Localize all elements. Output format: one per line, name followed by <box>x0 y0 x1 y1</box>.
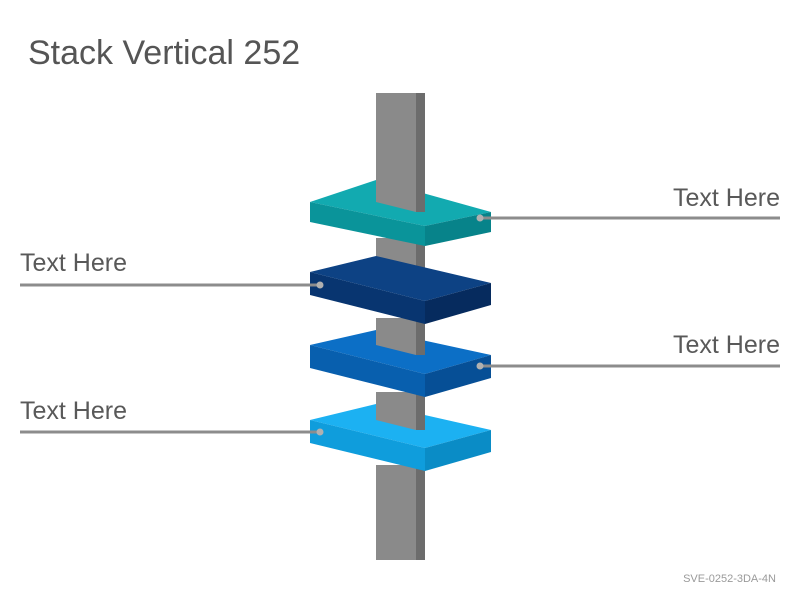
slide-title: Stack Vertical 252 <box>28 34 301 72</box>
layer-1-side <box>425 212 491 246</box>
layer-3-front <box>310 345 425 397</box>
connector-dot-2 <box>316 281 324 289</box>
pole-segment-bottom <box>376 465 416 560</box>
layer-1-label: Text Here <box>673 184 780 212</box>
layer-2-side <box>425 283 491 324</box>
connector-dot-1 <box>476 214 484 222</box>
layer-3-top <box>310 330 491 374</box>
layer-1-front <box>310 202 425 246</box>
layer-1-pole-overlay <box>376 180 416 212</box>
layer-4-side <box>425 430 491 471</box>
pole <box>376 93 425 560</box>
layer-3-pole-overlay-side <box>416 330 425 355</box>
layer-2 <box>310 256 491 324</box>
layer-2-label: Text Here <box>20 249 127 277</box>
layer-3-label: Text Here <box>673 331 780 359</box>
layer-4-pole-overlay-side <box>416 404 425 430</box>
layer-4-front <box>310 420 425 471</box>
connectors <box>20 214 780 436</box>
connector-dot-3 <box>476 362 484 370</box>
pole-side-bottom <box>416 465 425 560</box>
layer-1 <box>310 180 491 246</box>
layer-3 <box>310 330 491 397</box>
layer-4-label: Text Here <box>20 397 127 425</box>
layer-2-top <box>310 256 491 301</box>
connector-dot-4 <box>316 428 324 436</box>
layer-3-pole-overlay <box>376 330 416 355</box>
layer-4-pole-overlay <box>376 404 416 430</box>
layer-4 <box>310 404 491 471</box>
layer-3-side <box>425 355 491 397</box>
slide-code: SVE-0252-3DA-4N <box>683 573 776 585</box>
layer-1-pole-overlay-side <box>416 180 425 212</box>
layer-2-front <box>310 272 425 324</box>
